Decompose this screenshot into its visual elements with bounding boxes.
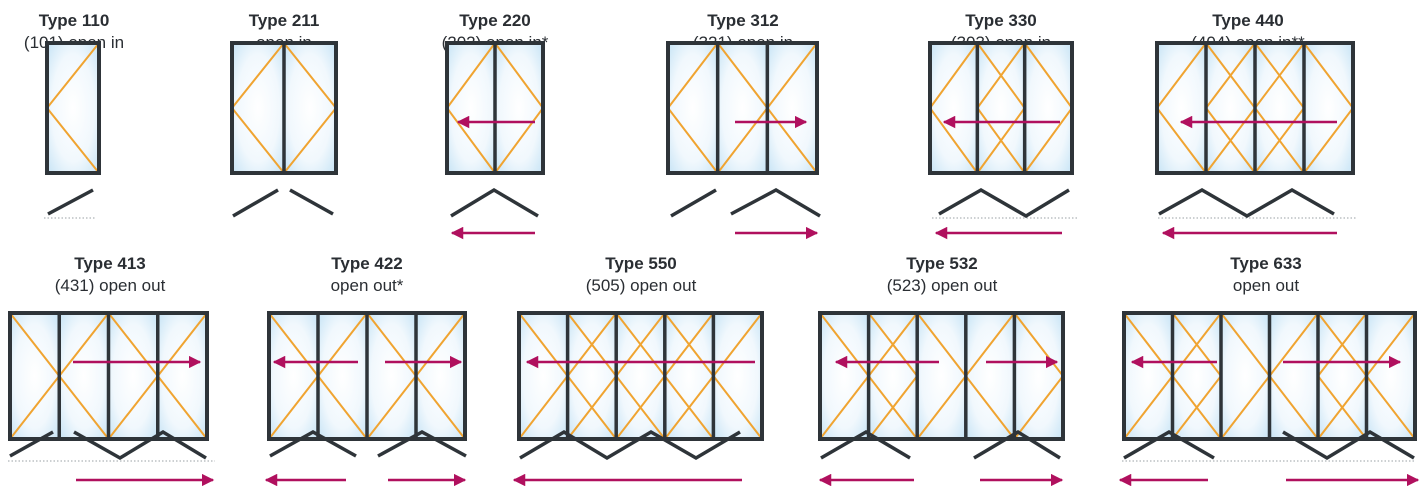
fold-plan-view <box>938 187 1070 219</box>
glass-pane <box>1318 313 1367 439</box>
door-diagram-532 <box>818 311 1065 486</box>
door-frame <box>45 41 101 175</box>
glass-pane <box>1304 43 1353 173</box>
glass-pane <box>10 313 60 439</box>
glass-pane <box>47 43 99 173</box>
glass-pane <box>1124 313 1173 439</box>
glass-pane <box>108 313 158 439</box>
glass-pane <box>367 313 416 439</box>
door-type-633-label: Type 633 open out <box>1230 253 1302 297</box>
glass-pane <box>1269 313 1318 439</box>
door-type-422-label: Type 422 open out* <box>331 253 404 297</box>
door-type-title: Type 312 <box>707 11 779 30</box>
door-diagram-413 <box>8 311 215 486</box>
door-type-title: Type 532 <box>906 254 978 273</box>
glass-pane <box>318 313 367 439</box>
fold-plan-view <box>73 429 207 461</box>
door-diagram-422 <box>264 311 467 486</box>
fold-plan-view <box>289 188 334 216</box>
glass-pane <box>519 313 568 439</box>
door-type-title: Type 440 <box>1212 11 1284 30</box>
door-frame <box>928 41 1074 175</box>
door-diagram-312 <box>666 41 821 240</box>
fold-plan-view <box>1123 429 1215 460</box>
door-diagram-330 <box>928 41 1079 240</box>
door-frame <box>666 41 819 175</box>
fold-plan-view <box>269 429 357 458</box>
glass-pane <box>567 313 617 439</box>
door-type-subtitle: (523) open out <box>886 276 998 295</box>
door-diagram-550 <box>512 311 764 486</box>
fold-plan-view <box>1158 187 1335 219</box>
fold-plan-view <box>1282 429 1415 461</box>
door-frame <box>818 311 1065 441</box>
glass-pane <box>965 313 1015 439</box>
fold-plan-view <box>730 187 821 218</box>
glass-pane <box>917 313 966 439</box>
door-type-title: Type 220 <box>459 11 531 30</box>
door-type-title: Type 633 <box>1230 254 1302 273</box>
door-diagram-440 <box>1155 41 1356 240</box>
door-type-title: Type 413 <box>74 254 146 273</box>
door-type-title: Type 110 <box>38 11 110 30</box>
glass-pane <box>1221 313 1270 439</box>
fold-plan-view <box>450 187 539 218</box>
fold-plan-view <box>670 188 717 218</box>
glass-pane <box>616 313 665 439</box>
glass-pane <box>1157 43 1206 173</box>
door-type-title: Type 422 <box>331 254 403 273</box>
glass-pane <box>232 43 284 173</box>
glass-pane <box>1024 43 1072 173</box>
glass-pane <box>447 43 495 173</box>
door-type-subtitle: (431) open out <box>54 276 166 295</box>
door-diagram-220 <box>445 41 545 240</box>
door-type-title: Type 211 <box>248 11 320 30</box>
fold-plan-view <box>973 429 1061 460</box>
glass-pane <box>1172 313 1221 439</box>
door-type-413-label: Type 413 (431) open out <box>55 253 166 297</box>
glass-pane <box>668 43 718 173</box>
glass-pane <box>664 313 714 439</box>
fold-plan-view <box>47 188 94 216</box>
door-diagram-211 <box>230 41 338 218</box>
glass-pane <box>820 313 869 439</box>
glass-pane <box>157 313 207 439</box>
door-type-subtitle: (505) open out <box>585 276 697 295</box>
fold-plan-view <box>820 429 911 460</box>
glass-pane <box>868 313 918 439</box>
fold-plan-view <box>232 188 279 218</box>
glass-pane <box>1014 313 1063 439</box>
glass-pane <box>1255 43 1304 173</box>
door-type-subtitle: open out* <box>330 276 404 295</box>
door-type-532-label: Type 532 (523) open out <box>887 253 998 297</box>
door-diagram-110 <box>44 41 101 219</box>
door-type-title: Type 550 <box>605 254 677 273</box>
glass-pane <box>269 313 318 439</box>
glass-pane <box>416 313 465 439</box>
glass-pane <box>59 313 109 439</box>
fold-plan-view <box>9 430 54 458</box>
door-type-title: Type 330 <box>965 11 1037 30</box>
glass-pane <box>930 43 978 173</box>
glass-pane <box>713 313 762 439</box>
glass-pane <box>767 43 817 173</box>
glass-pane <box>1366 313 1415 439</box>
door-type-subtitle: open out <box>1232 276 1300 295</box>
glass-pane <box>717 43 768 173</box>
glass-pane <box>1206 43 1255 173</box>
glass-pane <box>495 43 543 173</box>
fold-plan-view <box>519 429 741 461</box>
glass-pane <box>284 43 336 173</box>
fold-plan-view <box>377 430 467 458</box>
door-type-550-label: Type 550 (505) open out <box>586 253 697 297</box>
glass-pane <box>977 43 1025 173</box>
door-diagram-633 <box>1118 311 1420 486</box>
